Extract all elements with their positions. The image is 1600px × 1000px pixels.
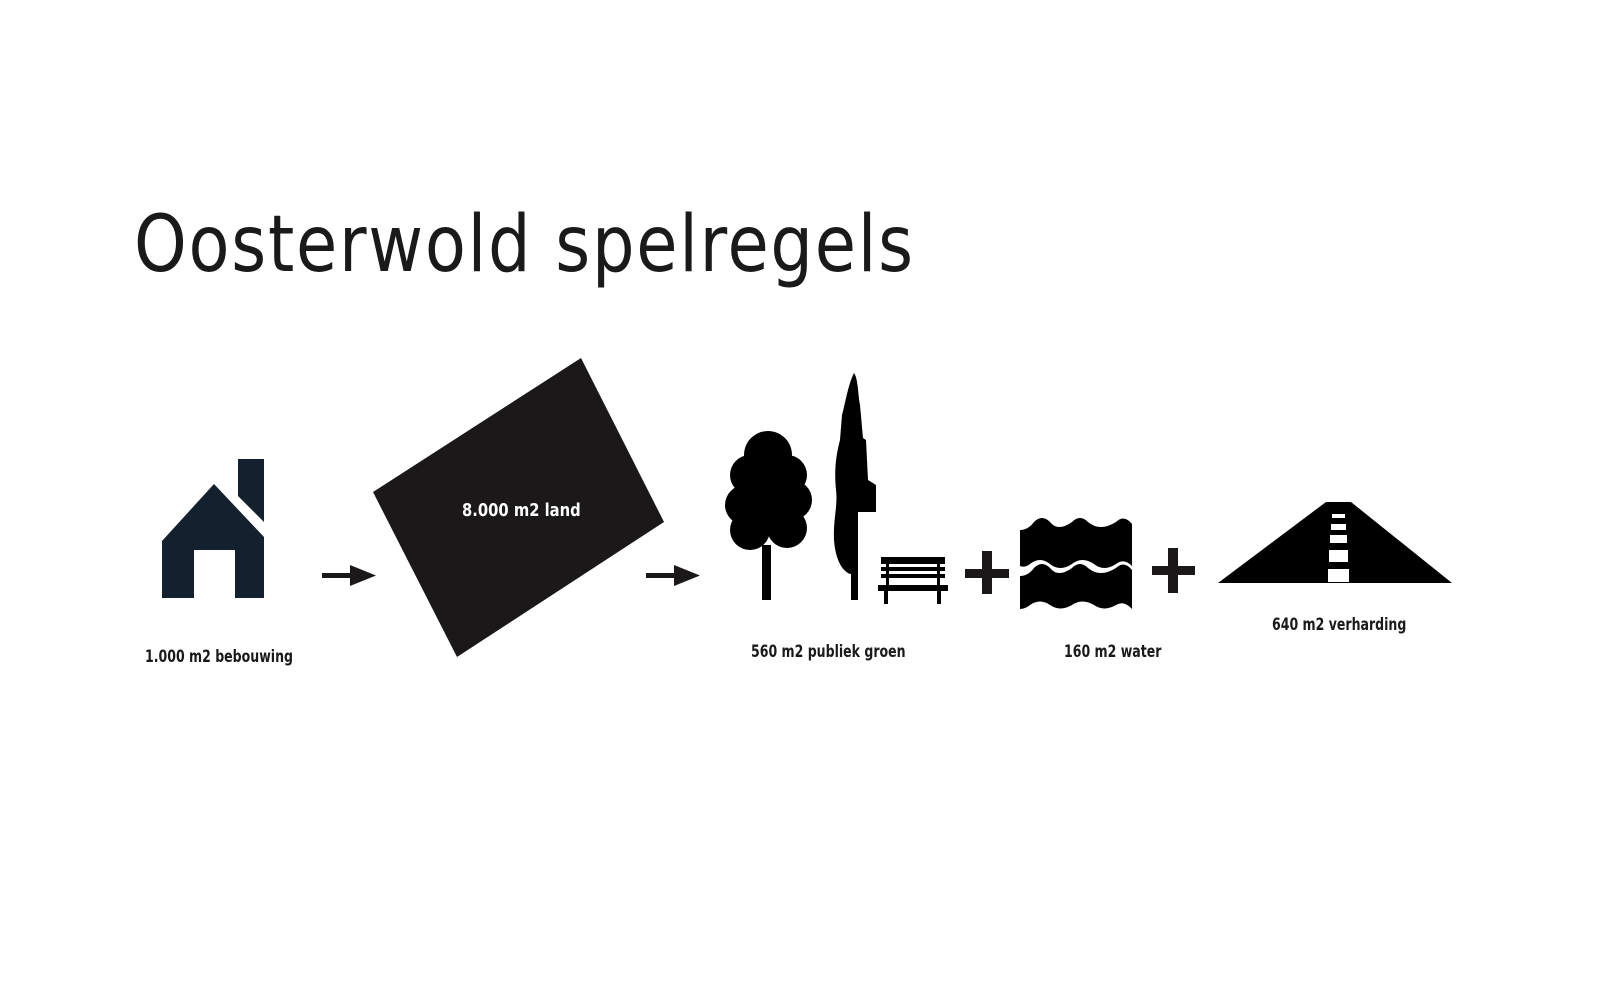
road-icon [1218, 502, 1452, 583]
land-label: 8.000 m2 land [462, 500, 581, 521]
cypress-tree-icon [833, 373, 876, 600]
round-tree-icon [725, 431, 812, 600]
paving-label: 640 m2 verharding [1272, 615, 1407, 635]
house-icon [162, 459, 264, 598]
bench-icon [878, 557, 948, 604]
water-label: 160 m2 water [1064, 642, 1162, 662]
plus-icon [1152, 548, 1195, 593]
water-waves-icon [1020, 518, 1132, 609]
land-parcel-icon [373, 358, 664, 657]
arrow-right-icon [322, 565, 376, 586]
building-label: 1.000 m2 bebouwing [145, 647, 293, 667]
page-title: Oosterwold spelregels [134, 200, 915, 290]
plus-icon [965, 551, 1009, 594]
arrow-right-icon [646, 565, 700, 586]
green-label: 560 m2 publiek groen [751, 642, 906, 662]
